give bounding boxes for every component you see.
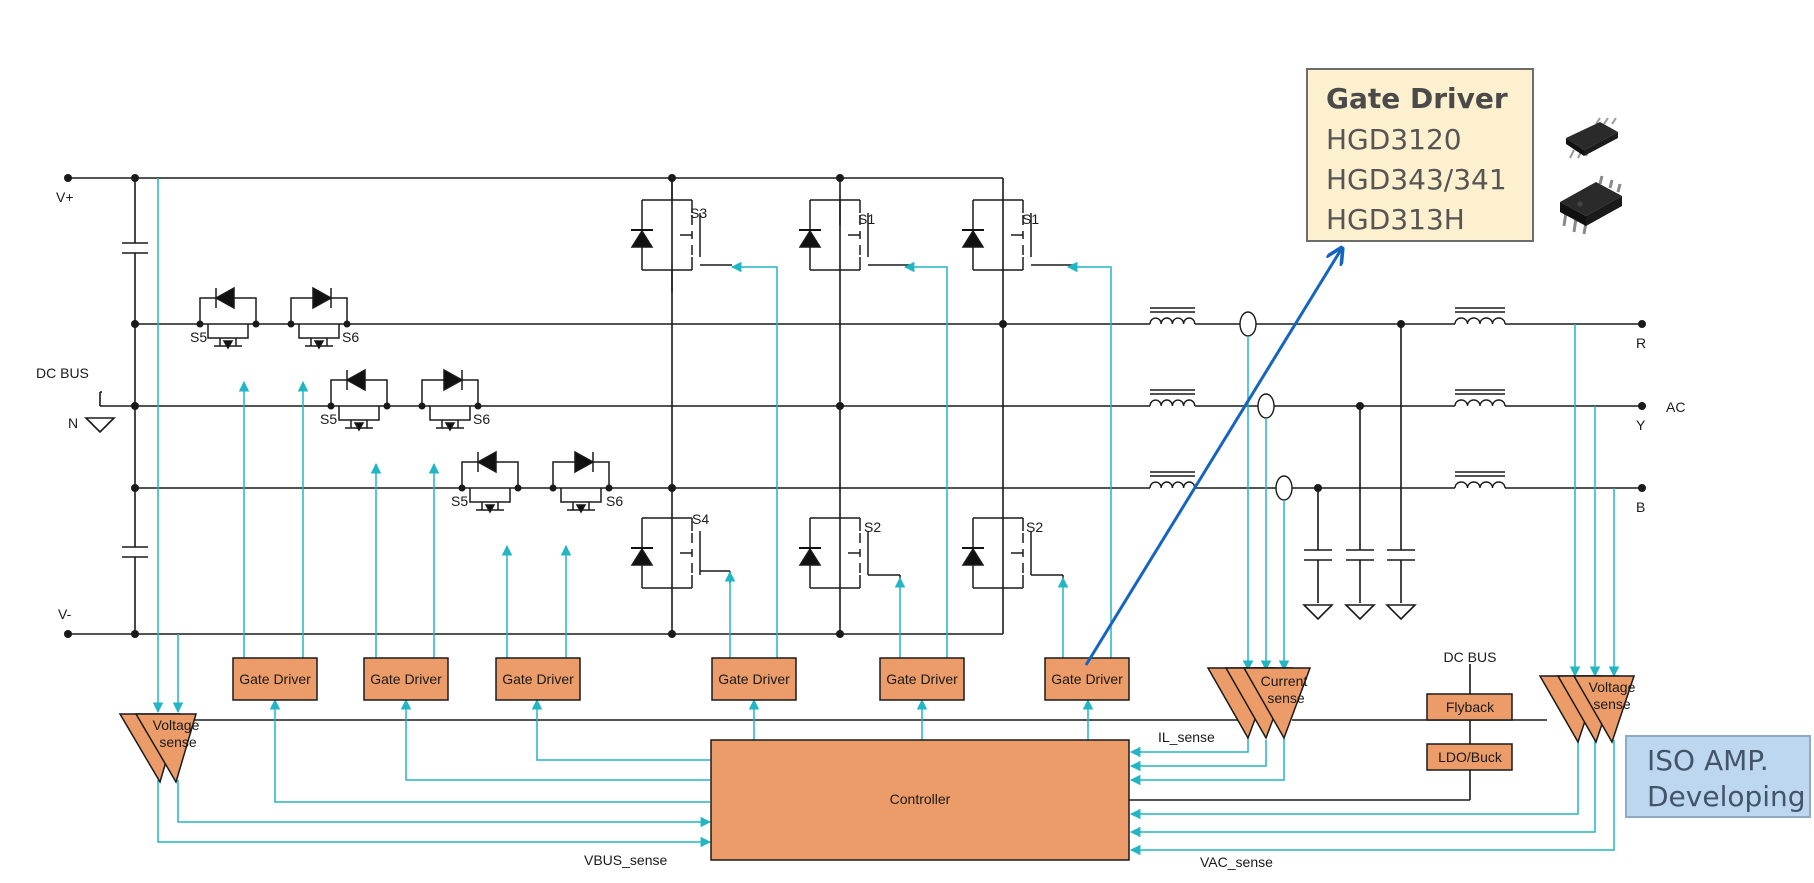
switch-s1-label-a: S1 [858,211,875,227]
voltage-sense-right [1538,675,1636,744]
gate-driver-label-4: Gate Driver [718,671,790,687]
vac-sense-label: VAC_sense [1200,854,1273,870]
gate-driver-label-3: Gate Driver [502,671,574,687]
soic-chip-image [1566,117,1618,159]
gate-driver-block-3 [495,657,581,701]
output-b-label: B [1636,499,1645,515]
output-r-label: R [1636,335,1646,351]
callout-title: Gate Driver [1326,82,1508,115]
callout-part-3: HGD313H [1326,203,1465,236]
aux-dc-bus-label: DC BUS [1444,649,1497,665]
clamp-s6-label-2: S6 [473,411,490,427]
gate-driver-block-4 [711,657,797,701]
gate-driver-label-5: Gate Driver [886,671,958,687]
switch-s2-label-b: S2 [1026,519,1043,535]
inductors [1149,307,1506,489]
gate-driver-label-1: Gate Driver [239,671,311,687]
junction-dots [64,174,1646,638]
iso-amp-line-2: Developing [1647,780,1806,813]
voltage-sense-left-label-2: sense [159,734,197,750]
clamp-s5-label-3: S5 [451,493,468,509]
switch-s2-label-a: S2 [864,519,881,535]
ground-symbols [84,417,1417,621]
il-sense-label: IL_sense [1158,729,1215,745]
gate-driver-block-5 [879,657,965,701]
power-wiring [68,177,1642,801]
output-y-label: Y [1636,417,1646,433]
clamp-s5-label-1: S5 [190,329,207,345]
gate-driver-block-2 [363,657,449,701]
ldo-buck-block [1426,743,1513,771]
current-sense-label-1: Current [1261,673,1308,689]
gate-driver-callout: Gate Driver HGD3120 HGD343/341 HGD313H [1306,68,1534,242]
iso-amp-note: ISO AMP. Developing [1625,735,1811,818]
clamp-s6-label-3: S6 [606,493,623,509]
blocks [232,657,1513,861]
signal-wiring [152,178,1620,856]
clamp-switches [199,286,610,514]
current-transformers [1239,311,1293,501]
switch-s4-label: S4 [692,511,709,527]
voltage-sense-left-label-1: Voltage [153,717,200,733]
vminus-label: V- [58,606,72,622]
voltage-sense-left [118,713,198,784]
voltage-sense-right-label-1: Voltage [1589,679,1636,695]
flyback-block [1426,693,1513,721]
callout-arrow [1084,248,1342,666]
dip-chip-image [1560,175,1622,235]
neutral-label: N [68,415,78,431]
switch-s1-label-b: S1 [1022,211,1039,227]
gate-driver-block-1 [232,657,318,701]
vbus-sense-label: VBUS_sense [584,852,667,868]
dc-bus-label: DC BUS [36,365,89,381]
vplus-label: V+ [56,189,74,205]
clamp-s5-label-2: S5 [320,411,337,427]
current-sense-block [1206,667,1312,740]
voltage-sense-right-label-2: sense [1593,696,1631,712]
ldo-buck-label: LDO/Buck [1438,749,1503,765]
gate-driver-label-2: Gate Driver [370,671,442,687]
callout-part-2: HGD343/341 [1326,163,1507,196]
flyback-label: Flyback [1446,699,1495,715]
switch-s3-label: S3 [690,205,707,221]
clamp-s6-label-1: S6 [342,329,359,345]
gate-driver-label-6: Gate Driver [1051,671,1123,687]
output-ac-label: AC [1666,399,1685,415]
current-sense-label-2: sense [1267,690,1305,706]
callout-part-1: HGD3120 [1326,123,1462,156]
bridge-mosfets [630,178,1073,589]
iso-amp-line-1: ISO AMP. [1647,744,1769,777]
controller-block [710,739,1130,861]
controller-label: Controller [890,791,951,807]
